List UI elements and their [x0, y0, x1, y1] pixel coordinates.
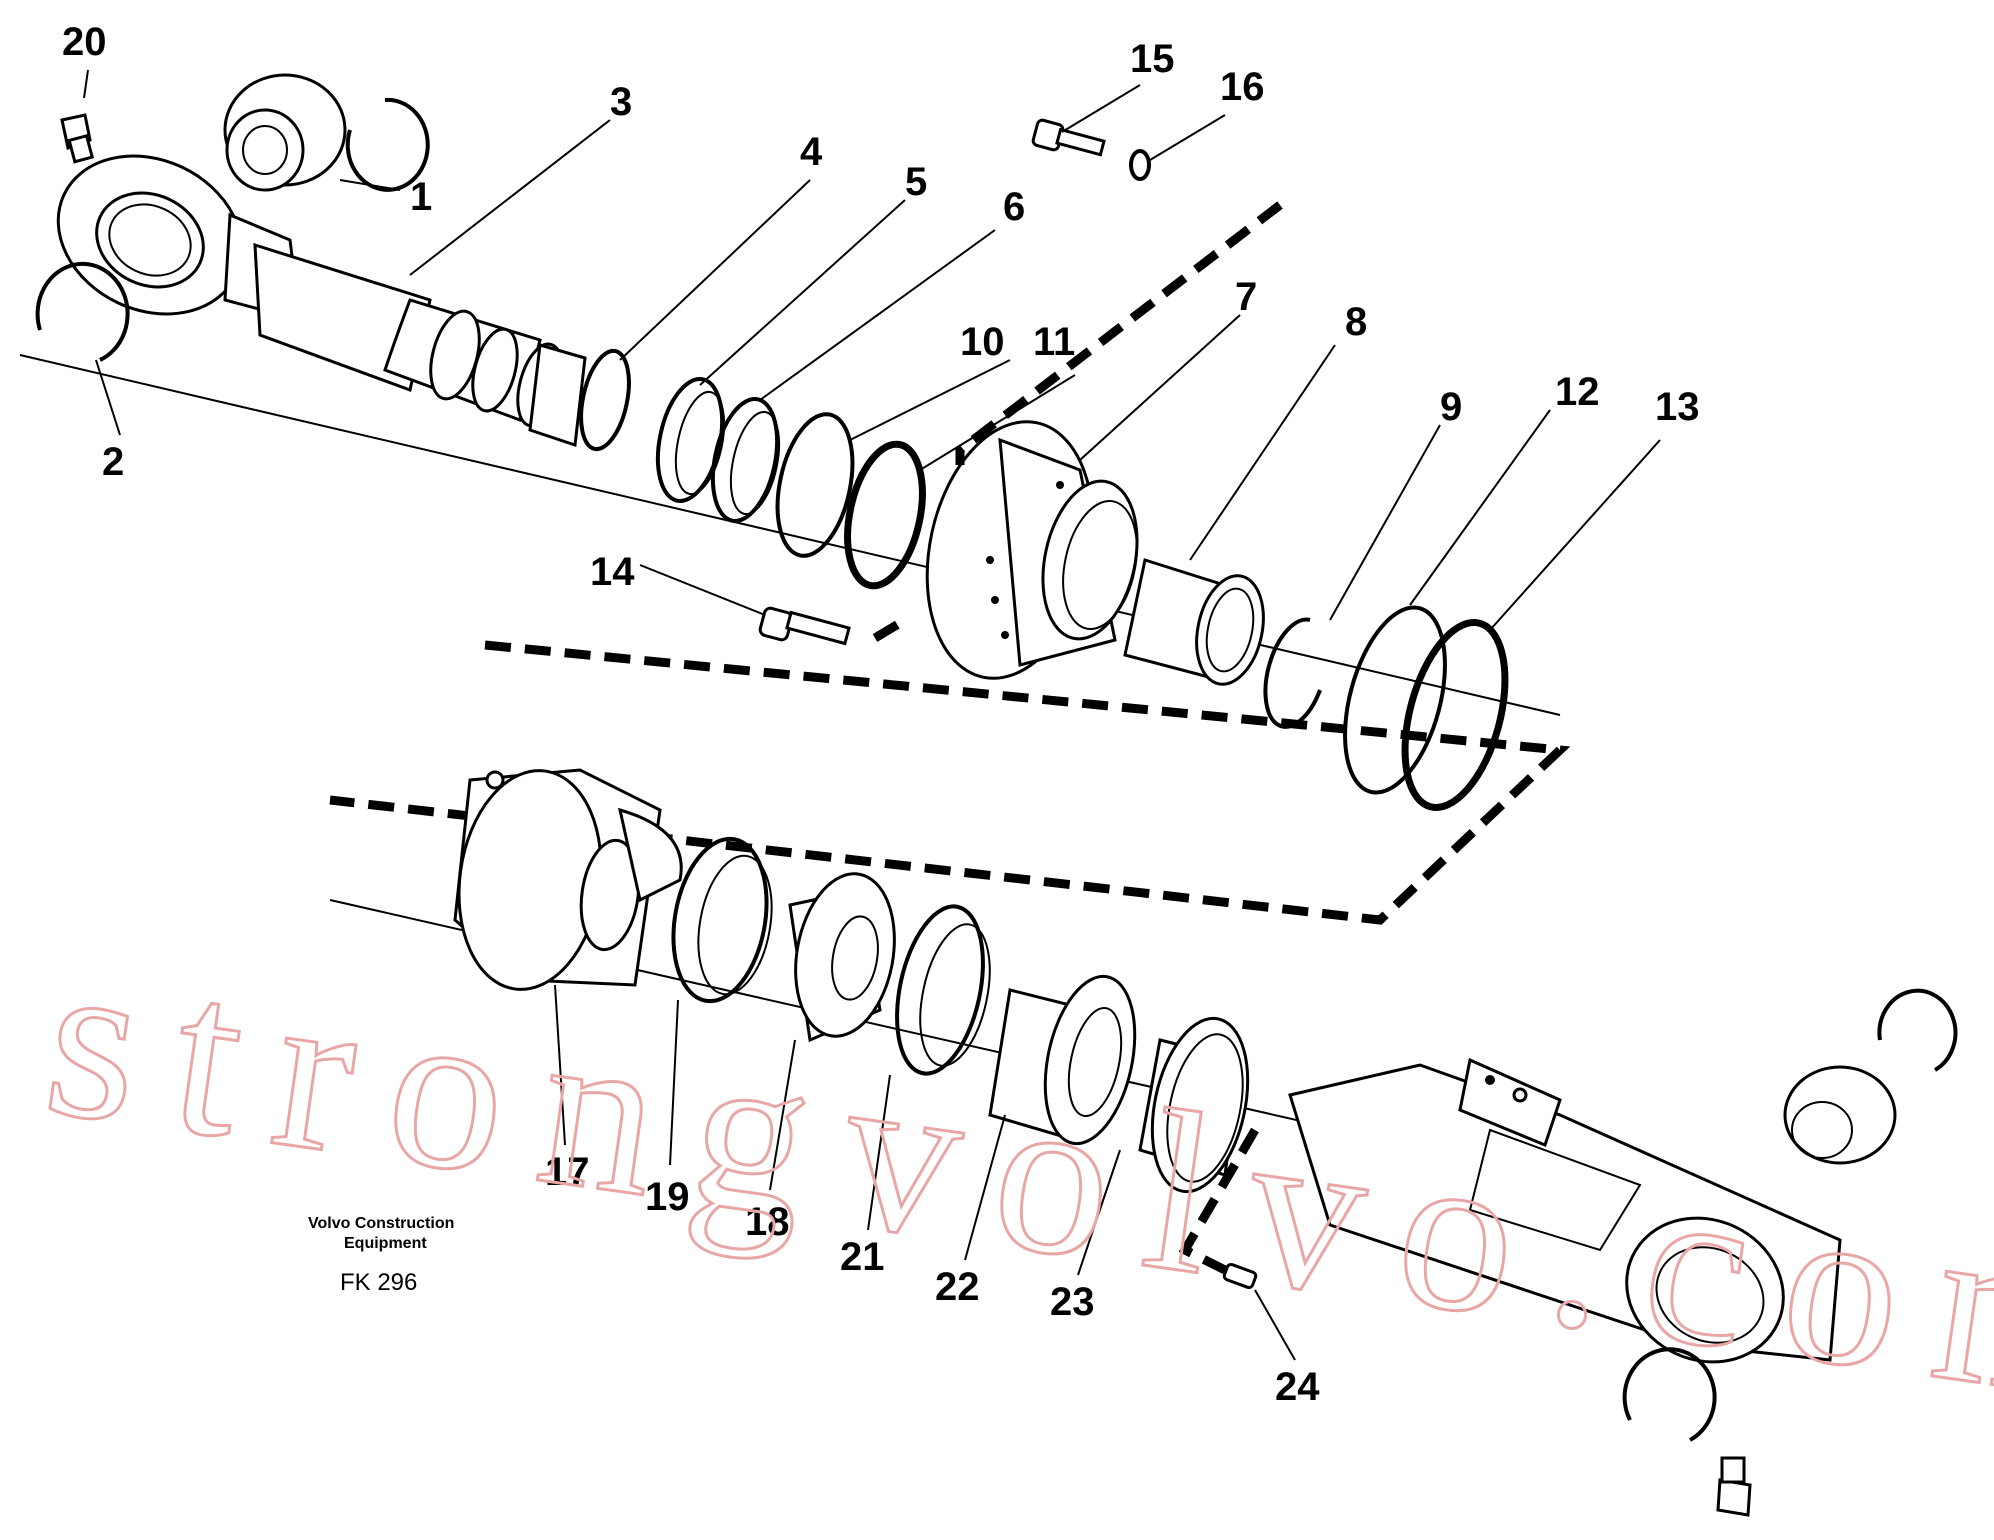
label-19: 19 [645, 1175, 690, 1219]
cylinder-tube-front [453, 768, 683, 991]
label-12: 12 [1555, 370, 1600, 414]
label-22: 22 [935, 1265, 980, 1309]
piston-seal-21 [895, 904, 985, 1076]
piston-rod-assembly [19, 73, 1561, 811]
caption-company-line2: Equipment [344, 1235, 427, 1252]
o-ring-13 [1401, 619, 1509, 811]
upper-axis-line [19, 354, 1561, 716]
grease-nipple-top [60, 113, 95, 164]
label-1: 1 [410, 175, 432, 219]
guide-bushing [1123, 558, 1265, 686]
label-8: 8 [1345, 300, 1367, 344]
label-20: 20 [62, 20, 107, 64]
bushing-23 [1138, 1016, 1250, 1194]
dashed-outline-tube [329, 640, 1571, 925]
snap-ring-9 [1263, 617, 1322, 729]
watermark-text: strongvolvo.com [33, 907, 1994, 1455]
washer-16 [1129, 149, 1151, 181]
wear-ring-4 [579, 348, 631, 452]
dashed-outline-screw-24 [1178, 1127, 1259, 1275]
o-ring-10 [775, 412, 855, 558]
screw-24 [1222, 1262, 1258, 1290]
screw-14 [758, 606, 851, 646]
label-13: 13 [1655, 385, 1700, 429]
piston-ring-19 [671, 836, 769, 1004]
caption-figure-code: FK 296 [340, 1269, 417, 1296]
back-up-ring-12 [1343, 605, 1447, 795]
piston-18 [788, 872, 896, 1043]
circlip-lower-left [1622, 1347, 1717, 1442]
cylinder-tube-end [1288, 1057, 1842, 1364]
cylinder-head [925, 420, 1139, 680]
part-labels: 20 1 2 3 4 5 6 10 11 7 8 9 12 13 14 15 1… [62, 20, 1700, 1409]
grease-nipple-bottom [1716, 1456, 1752, 1517]
label-6: 6 [1003, 185, 1025, 229]
label-17: 17 [545, 1150, 590, 1194]
label-11: 11 [1033, 320, 1075, 364]
label-4: 4 [800, 130, 823, 174]
stop-ring-22 [988, 974, 1137, 1146]
circlip-upper [345, 97, 430, 192]
label-5: 5 [905, 160, 927, 204]
dashed-outline-head [872, 201, 1283, 642]
label-9: 9 [1440, 385, 1462, 429]
leader-lines [83, 69, 1661, 1361]
label-18: 18 [745, 1200, 790, 1244]
spherical-bearing [223, 73, 347, 192]
label-16: 16 [1220, 65, 1265, 109]
label-24: 24 [1275, 1365, 1320, 1409]
screw-15 [1031, 118, 1106, 157]
label-10: 10 [960, 320, 1005, 364]
seal-ring-6 [710, 397, 780, 523]
label-2: 2 [102, 440, 124, 484]
spherical-bearing-lower [1783, 1065, 1897, 1165]
label-23: 23 [1050, 1280, 1095, 1324]
label-7: 7 [1235, 275, 1257, 319]
label-21: 21 [840, 1235, 885, 1279]
caption: Volvo Construction Equipment FK 296 [308, 1215, 454, 1296]
caption-company-line1: Volvo Construction [308, 1215, 454, 1232]
rod-eye [56, 154, 302, 323]
label-15: 15 [1130, 37, 1175, 81]
label-3: 3 [610, 80, 632, 124]
o-ring-11 [844, 440, 926, 590]
piston-rod [253, 242, 587, 448]
circlip-left [35, 261, 130, 362]
circlip-lower-right [1877, 988, 1958, 1072]
label-14: 14 [590, 550, 635, 594]
cylinder-tube-assembly [329, 640, 1958, 1517]
